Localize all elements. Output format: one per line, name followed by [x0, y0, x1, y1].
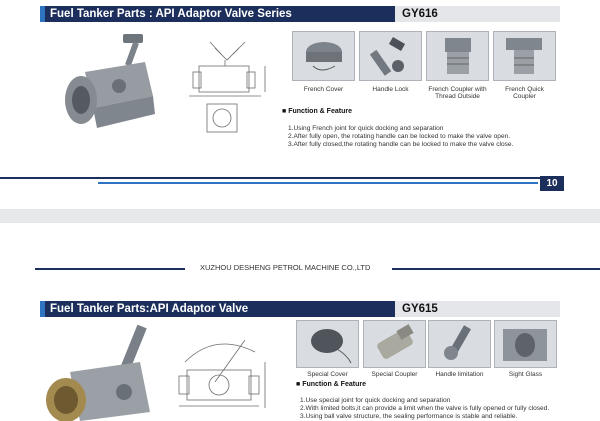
top-header-accent — [40, 6, 45, 22]
quick-coupler-icon — [506, 38, 542, 74]
top-thumb-caption-4: French Quick Coupler — [505, 86, 544, 100]
bottom-thumb-special-coupler — [363, 320, 426, 368]
top-thumb-caption-1: French Cover — [303, 86, 344, 93]
bottom-technical-drawing — [178, 339, 266, 408]
bottom-feature-3: 3.Using ball valve structure, the sealin… — [300, 413, 518, 420]
bottom-header-accent — [40, 301, 45, 317]
bullet-icon: ■ — [296, 381, 301, 388]
page-rule-accent — [98, 182, 538, 184]
bottom-section-title: Fuel Tanker Parts:API Adaptor Valve — [50, 303, 249, 315]
top-thumb-handle-lock — [359, 31, 422, 81]
company-name: XUZHOU DESHENG PETROL MACHINE CO.,LTD — [200, 263, 371, 272]
top-thumb-french-cover — [292, 31, 355, 81]
bottom-feature-title: Function & Feature — [302, 381, 366, 388]
bottom-header-tail — [395, 301, 560, 317]
french-cover-icon — [306, 42, 342, 71]
bottom-feature-2: 2.With limited bolts,it can provide a li… — [300, 405, 550, 412]
bottom-thumb-caption-1: Special Cover — [307, 371, 348, 378]
bottom-thumb-caption-4: Sight Glass — [508, 371, 543, 378]
top-product-image — [65, 34, 155, 128]
bottom-thumb-handle-limitation — [428, 320, 491, 368]
special-coupler-icon — [377, 324, 414, 359]
company-rule-left — [35, 268, 185, 270]
bottom-product-code: GY615 — [402, 303, 438, 315]
bottom-thumb-caption-2: Special Coupler — [371, 371, 418, 378]
handle-limitation-icon — [444, 325, 471, 360]
top-feature-2: 2.After fully open, the rotating handle … — [288, 133, 511, 140]
bottom-thumb-caption-3: Handle limitation — [435, 371, 484, 378]
page-rule-top — [0, 177, 540, 179]
page-number: 10 — [540, 176, 564, 191]
bottom-feature-1: 1.Use special joint for quick docking an… — [300, 397, 451, 404]
special-cover-icon — [311, 329, 352, 364]
top-section-title: Fuel Tanker Parts : API Adaptor Valve Se… — [50, 8, 292, 20]
french-coupler-icon — [445, 38, 471, 74]
sight-glass-icon — [503, 329, 547, 361]
bottom-thumb-special-cover — [296, 320, 359, 368]
top-feature-heading: ■ Function & Feature — [282, 108, 352, 115]
bottom-product-image — [46, 324, 150, 421]
top-technical-drawing — [189, 41, 266, 133]
bullet-icon: ■ — [282, 108, 287, 115]
page-gap — [0, 209, 600, 223]
bottom-thumb-sight-glass — [494, 320, 557, 368]
top-header-tail — [395, 6, 560, 22]
top-header-bar — [40, 6, 395, 22]
handle-lock-icon — [369, 37, 406, 76]
top-feature-title: Function & Feature — [288, 108, 352, 115]
bottom-header-bar — [40, 301, 395, 317]
bottom-feature-heading: ■ Function & Feature — [296, 381, 366, 388]
top-thumb-french-coupler — [426, 31, 489, 81]
top-feature-3: 3.After fully closed,the rotating handle… — [288, 141, 514, 148]
top-thumb-caption-2: Handle Lock — [372, 86, 409, 93]
top-feature-1: 1.Using French joint for quick docking a… — [288, 125, 444, 132]
top-thumb-french-quick-coupler — [493, 31, 556, 81]
top-thumb-caption-3: French Coupler with Thread Outside — [428, 86, 487, 100]
top-product-code: GY616 — [402, 8, 438, 20]
company-rule-right — [392, 268, 600, 270]
